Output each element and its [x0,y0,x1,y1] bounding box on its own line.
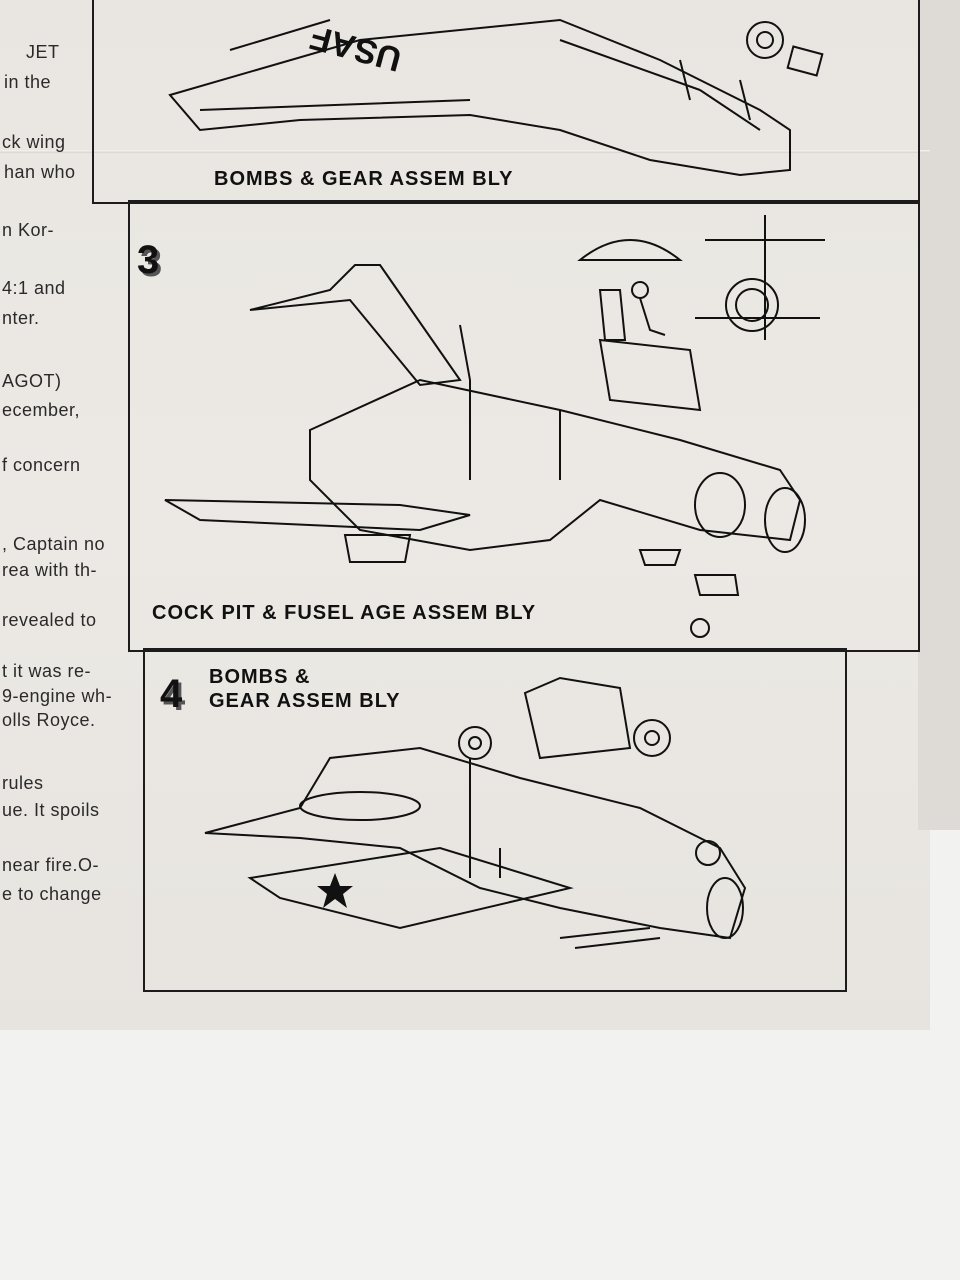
text-line: e to change [2,884,102,904]
panel-step-4 [143,648,847,992]
text-line: t it was re- [2,661,92,681]
top-aircraft-drawing: USAF [168,18,824,177]
text-line: revealed to [2,610,97,630]
text-line: olls Royce. [2,710,96,730]
fuselage-assembly-drawing [164,215,825,638]
usaf-marking: USAF [306,18,405,79]
text-line: 9-engine wh- [2,686,113,706]
text-line: rules [2,773,44,793]
text-line: nter. [2,308,40,328]
text-line: n Kor- [2,220,55,240]
paper-fold [0,150,930,153]
text-line: f concern [2,455,81,475]
text-line: ue. It spoils [2,800,100,820]
text-line: ck wing [2,132,66,152]
step-4-title-line2: GEAR ASSEM BLY [209,690,401,712]
step-number-4: 4 [160,672,183,716]
text-line: AGOT) [2,371,62,391]
bombs-gear-drawing [204,676,747,949]
text-line: JET [26,42,60,62]
panel-step-3 [128,200,920,652]
text-line: han who [4,162,76,182]
text-line: near fire.O- [2,855,100,875]
star-insignia [317,873,353,908]
text-line: , Captain no [2,534,106,554]
top-panel-title: BOMBS & GEAR ASSEM BLY [214,168,514,190]
step-3-title: COCK PIT & FUSEL AGE ASSEM BLY [152,602,537,624]
step-number-3: 3 [137,238,160,282]
sheet-edge [918,0,960,830]
text-line: 4:1 and [2,278,66,298]
text-line: rea with th- [2,560,98,580]
text-line: in the [4,72,52,92]
text-line: ecember, [2,400,81,420]
panel-top [92,0,920,204]
step-4-title-line1: BOMBS & [209,666,311,688]
